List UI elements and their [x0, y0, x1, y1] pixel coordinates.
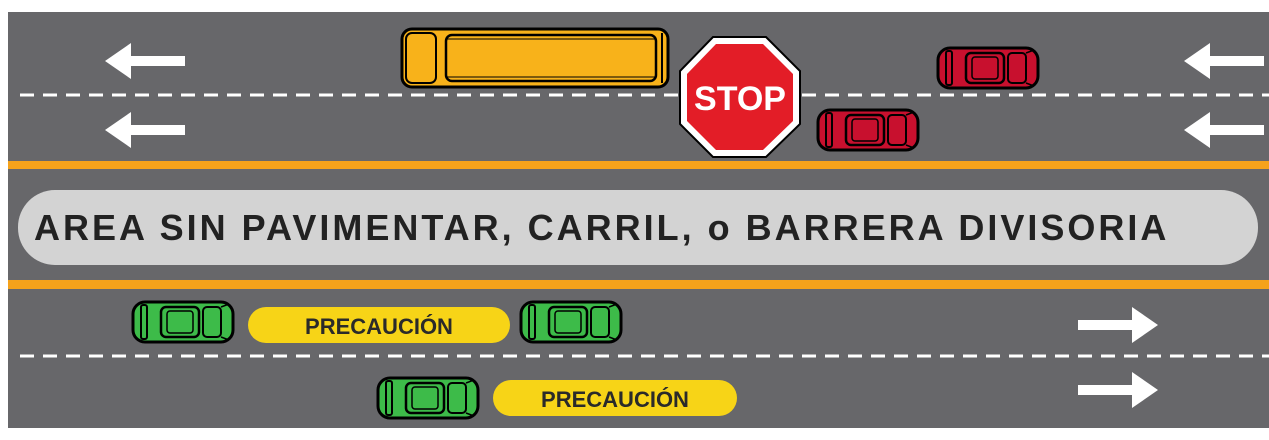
median-label: AREA SIN PAVIMENTAR, CARRIL, o BARRERA D… — [34, 207, 1169, 248]
car-icon — [519, 300, 623, 344]
car-icon — [936, 46, 1040, 90]
car-icon — [131, 300, 235, 344]
caution-badge: PRECAUCIÓN — [248, 307, 510, 343]
lower-edge-line — [8, 428, 1269, 432]
svg-text:PRECAUCIÓN: PRECAUCIÓN — [541, 387, 689, 412]
svg-text:PRECAUCIÓN: PRECAUCIÓN — [305, 314, 453, 339]
lower-median-line — [8, 280, 1269, 289]
car-icon — [376, 376, 480, 420]
median-area: AREA SIN PAVIMENTAR, CARRIL, o BARRERA D… — [8, 169, 1269, 280]
median-pill — [18, 190, 1258, 265]
stop-sign-label: STOP — [694, 80, 786, 118]
school-bus-icon — [400, 27, 670, 89]
stop-sign-icon: STOP — [679, 36, 801, 158]
upper-edge-line — [8, 8, 1269, 12]
car-icon — [816, 108, 920, 152]
caution-badge: PRECAUCIÓN — [493, 380, 737, 416]
upper-median-line — [8, 161, 1269, 169]
